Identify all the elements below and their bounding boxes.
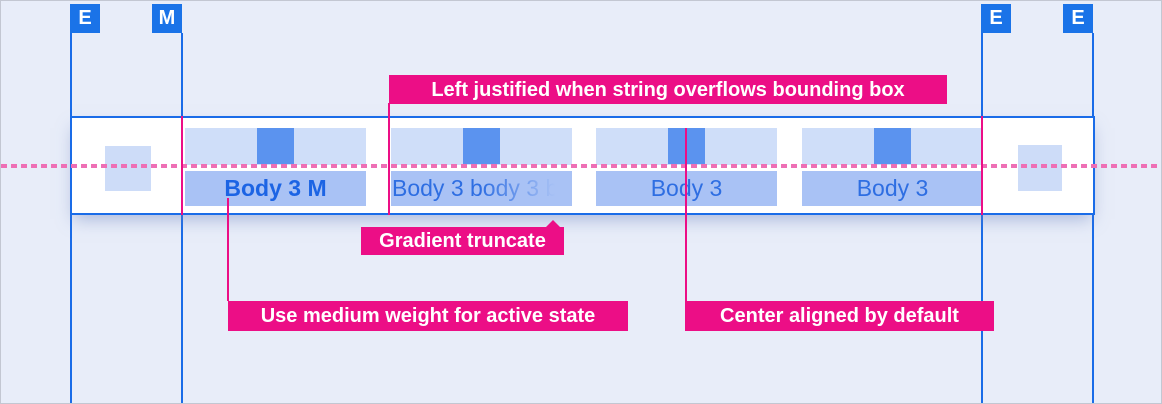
baseline-guide-dashed [1,164,1161,168]
annotation-text: Gradient truncate [379,230,546,252]
spacing-indicator-square [257,128,294,164]
annotation-line-content-left-edge [181,116,183,215]
tab-item-overflow[interactable]: Body 3 body 3 b [391,127,572,206]
annotation-text: Left justified when string overflows bou… [431,78,905,101]
pointer-up-notch [546,220,560,227]
annotation-text: Center aligned by default [720,305,959,327]
annotation-line-medium-weight [227,198,229,301]
annotation-line-left-justified [388,103,390,215]
annotation-line-content-right-edge [981,116,983,215]
annotation-label-left-justified: Left justified when string overflows bou… [389,75,947,104]
tab-label: Body 3 [802,171,983,206]
annotation-label-center-aligned: Center aligned by default [685,301,994,331]
margin-marker-letter: E [989,7,1003,29]
tab-item-active[interactable]: Body 3 M [185,127,366,206]
margin-marker-letter: E [78,7,92,29]
tab-top-padding [185,128,366,165]
margin-marker-e-left: E [70,4,100,33]
tab-top-padding [391,128,572,165]
margin-guide-line-left-inner [181,33,183,403]
margin-marker-e-right-outer: E [1063,4,1093,33]
margin-guide-line-left-outer [70,33,72,403]
annotation-label-medium-weight: Use medium weight for active state [228,301,628,331]
annotation-line-center-aligned [685,128,687,301]
tab-label-active: Body 3 M [185,171,366,206]
margin-guide-line-right-outer [1092,33,1094,403]
annotation-text: Use medium weight for active state [260,305,596,327]
edge-spacing-swatch-right [1018,145,1062,191]
tab-item-default-4[interactable]: Body 3 [802,127,983,206]
margin-guide-line-right-inner [981,33,983,403]
tab-top-padding [802,128,983,165]
spacing-indicator-square [874,128,911,164]
edge-spacing-swatch-left [105,146,151,191]
margin-marker-e-right-inner: E [981,4,1011,33]
margin-marker-letter: M [158,7,176,29]
margin-marker-letter: E [1071,7,1085,29]
spacing-indicator-square [463,128,500,164]
annotation-label-gradient-truncate: Gradient truncate [361,220,564,255]
tab-label-truncated: Body 3 body 3 b [391,171,572,206]
margin-marker-m: M [152,4,182,33]
